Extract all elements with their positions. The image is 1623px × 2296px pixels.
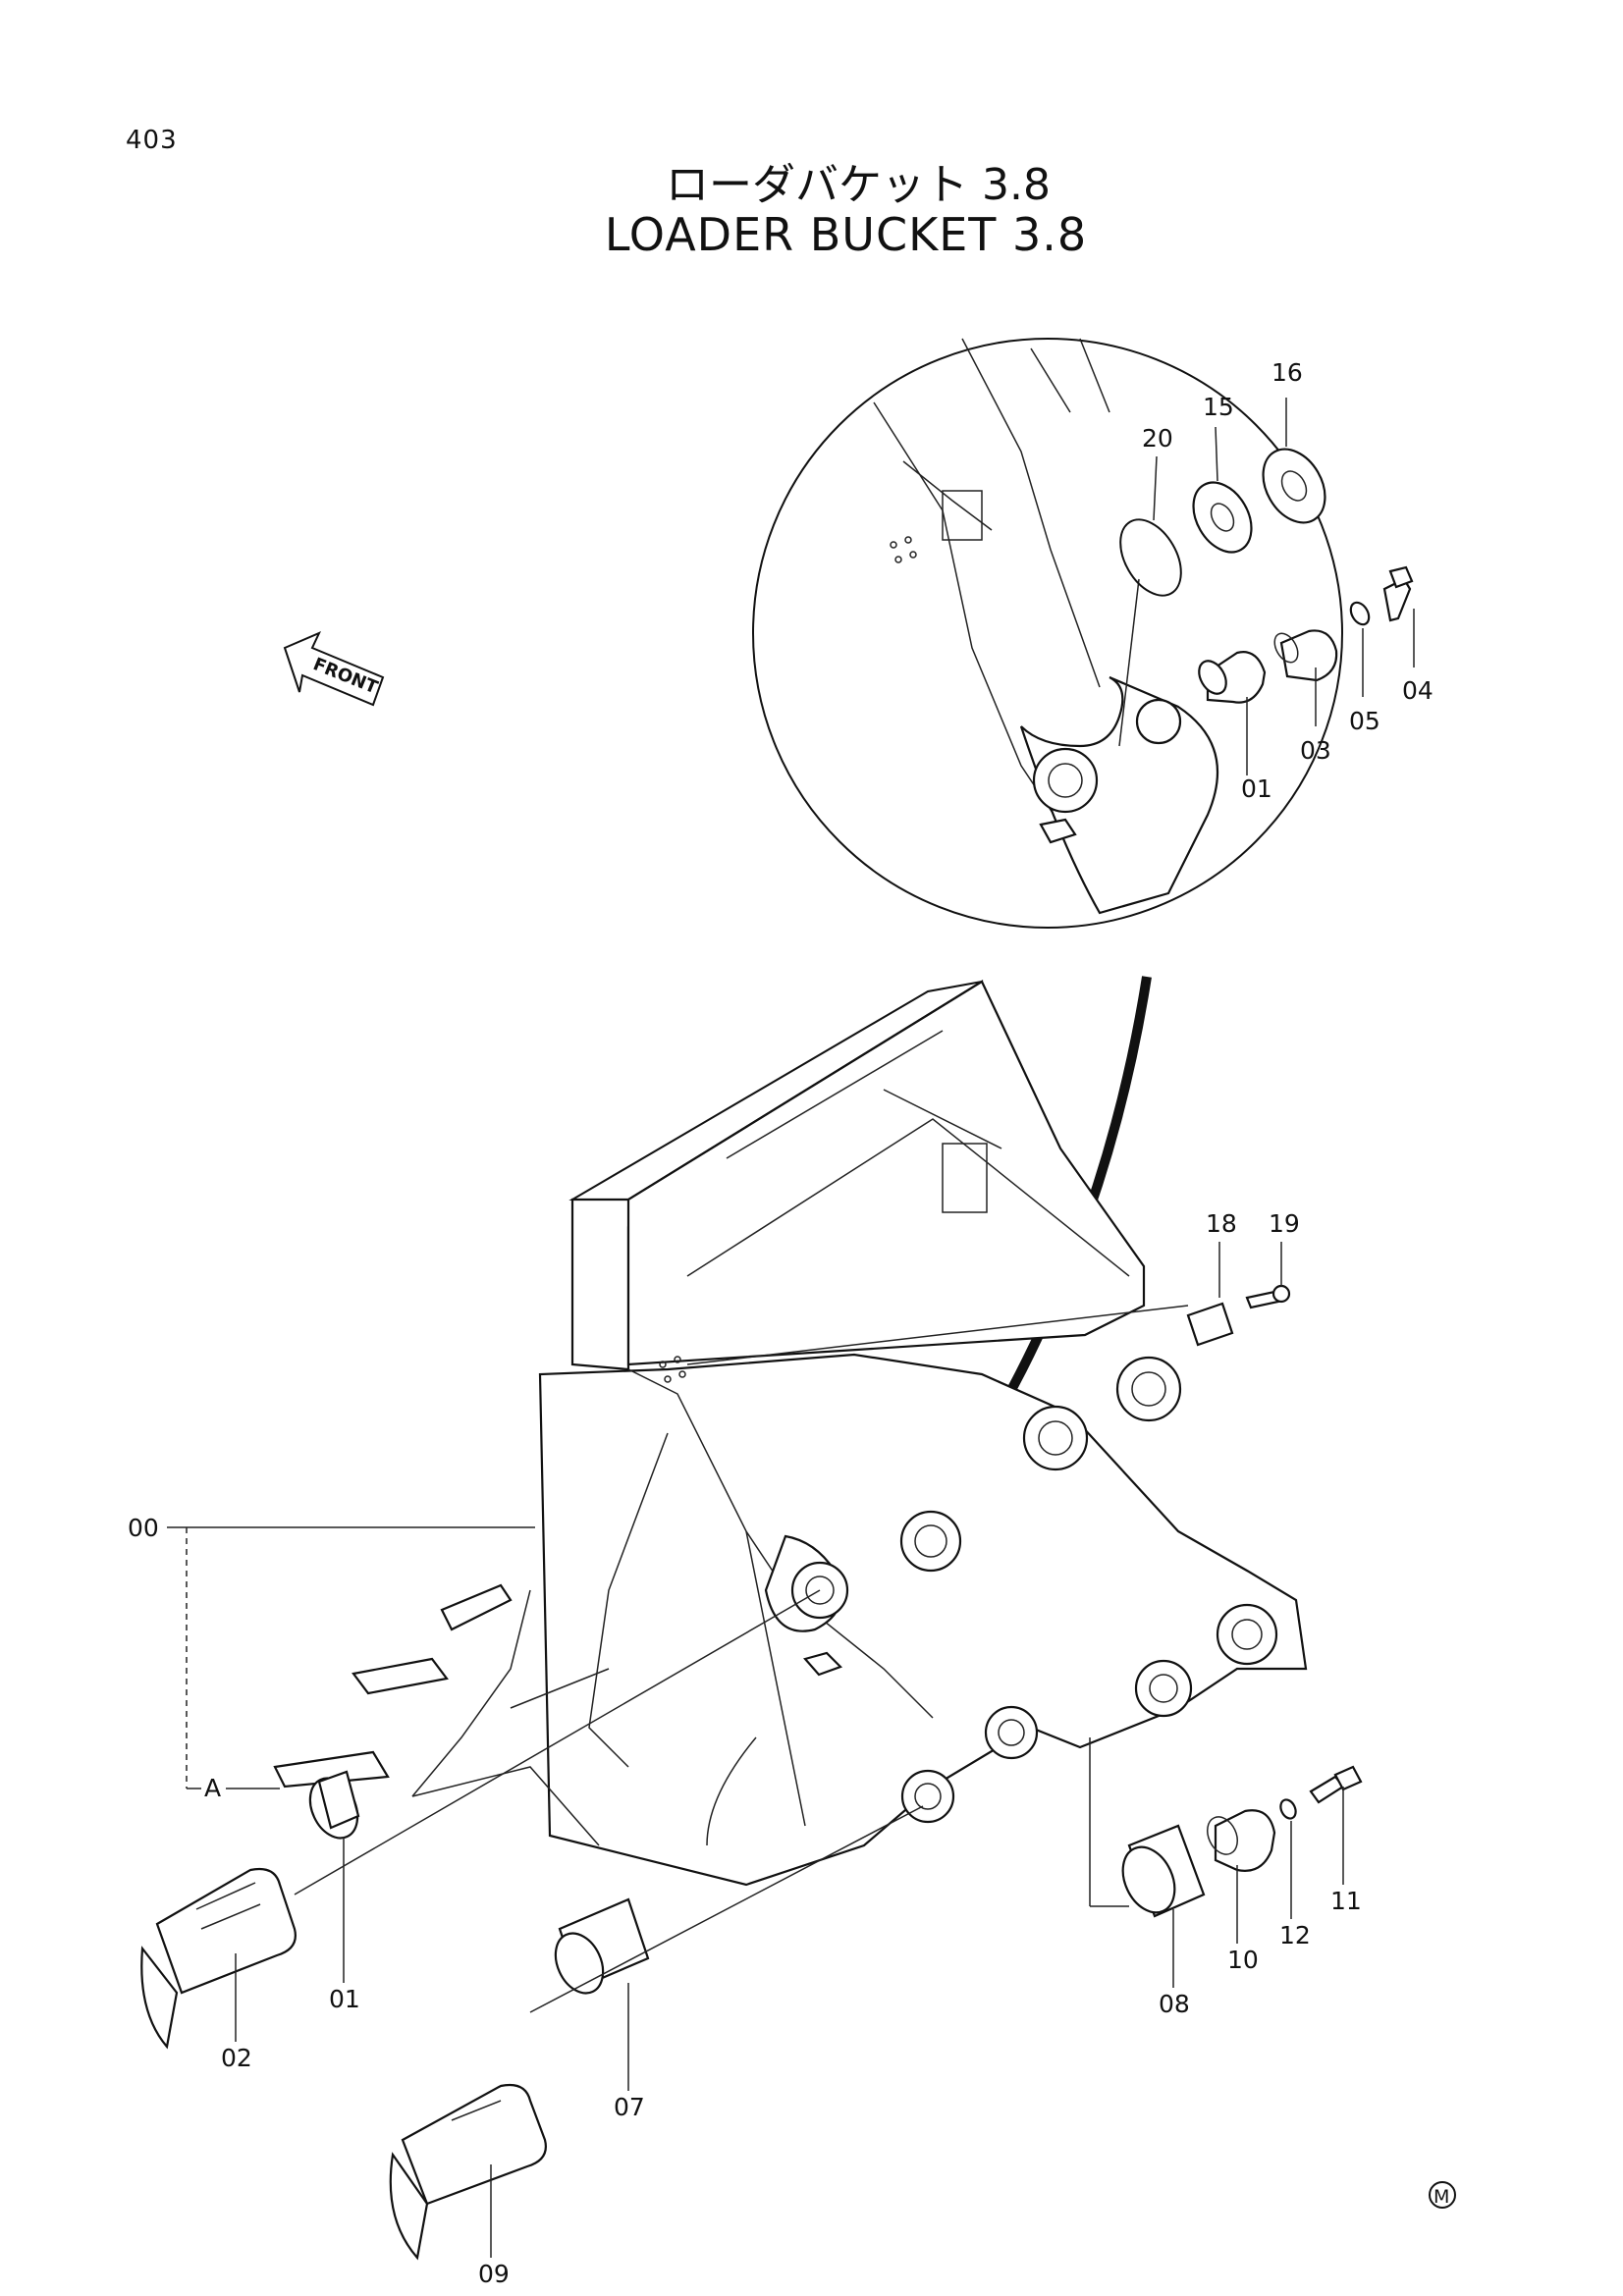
detail-view: 01 03 05 04 20 15 16 [752, 338, 1434, 929]
m-mark-label: M [1434, 2186, 1449, 2208]
plate-and-bolt: 18 19 [686, 1209, 1300, 1365]
title-japanese: ローダバケット 3.8 [666, 160, 1051, 210]
callout-12: 12 [1279, 1921, 1311, 1949]
title-english: LOADER BUCKET 3.8 [604, 208, 1088, 261]
assembly-label-00: 00 [128, 1514, 159, 1542]
callout-10: 10 [1227, 1946, 1259, 1974]
page-number: 403 [126, 126, 178, 155]
callout-03: 03 [1300, 736, 1331, 765]
callout-16: 16 [1271, 358, 1303, 387]
front-arrow-icon: FRONT [283, 631, 385, 707]
callout-19: 19 [1269, 1209, 1300, 1238]
callout-09: 09 [478, 2260, 510, 2288]
assembly-sub-label-A: A [204, 1774, 221, 1802]
callout-04: 04 [1402, 676, 1434, 705]
callout-08: 08 [1159, 1990, 1190, 2018]
assembly-bracket: 00 A [128, 1514, 535, 1802]
callout-11: 11 [1330, 1887, 1362, 1915]
callout-02: 02 [221, 2044, 252, 2072]
callout-07: 07 [614, 2093, 645, 2121]
callout-20: 20 [1142, 424, 1173, 453]
callout-15: 15 [1203, 393, 1234, 421]
callout-18: 18 [1206, 1209, 1237, 1238]
callout-05: 05 [1349, 707, 1380, 735]
callout-01-main: 01 [329, 1985, 360, 2013]
callout-01-detail: 01 [1241, 774, 1272, 803]
front-arrow-label: FRONT [310, 654, 381, 699]
m-mark-icon: M [1429, 2181, 1456, 2209]
lower-parts: 01 02 07 09 08 10 12 11 [140, 1589, 1363, 2288]
bucket-body [273, 980, 1308, 1887]
